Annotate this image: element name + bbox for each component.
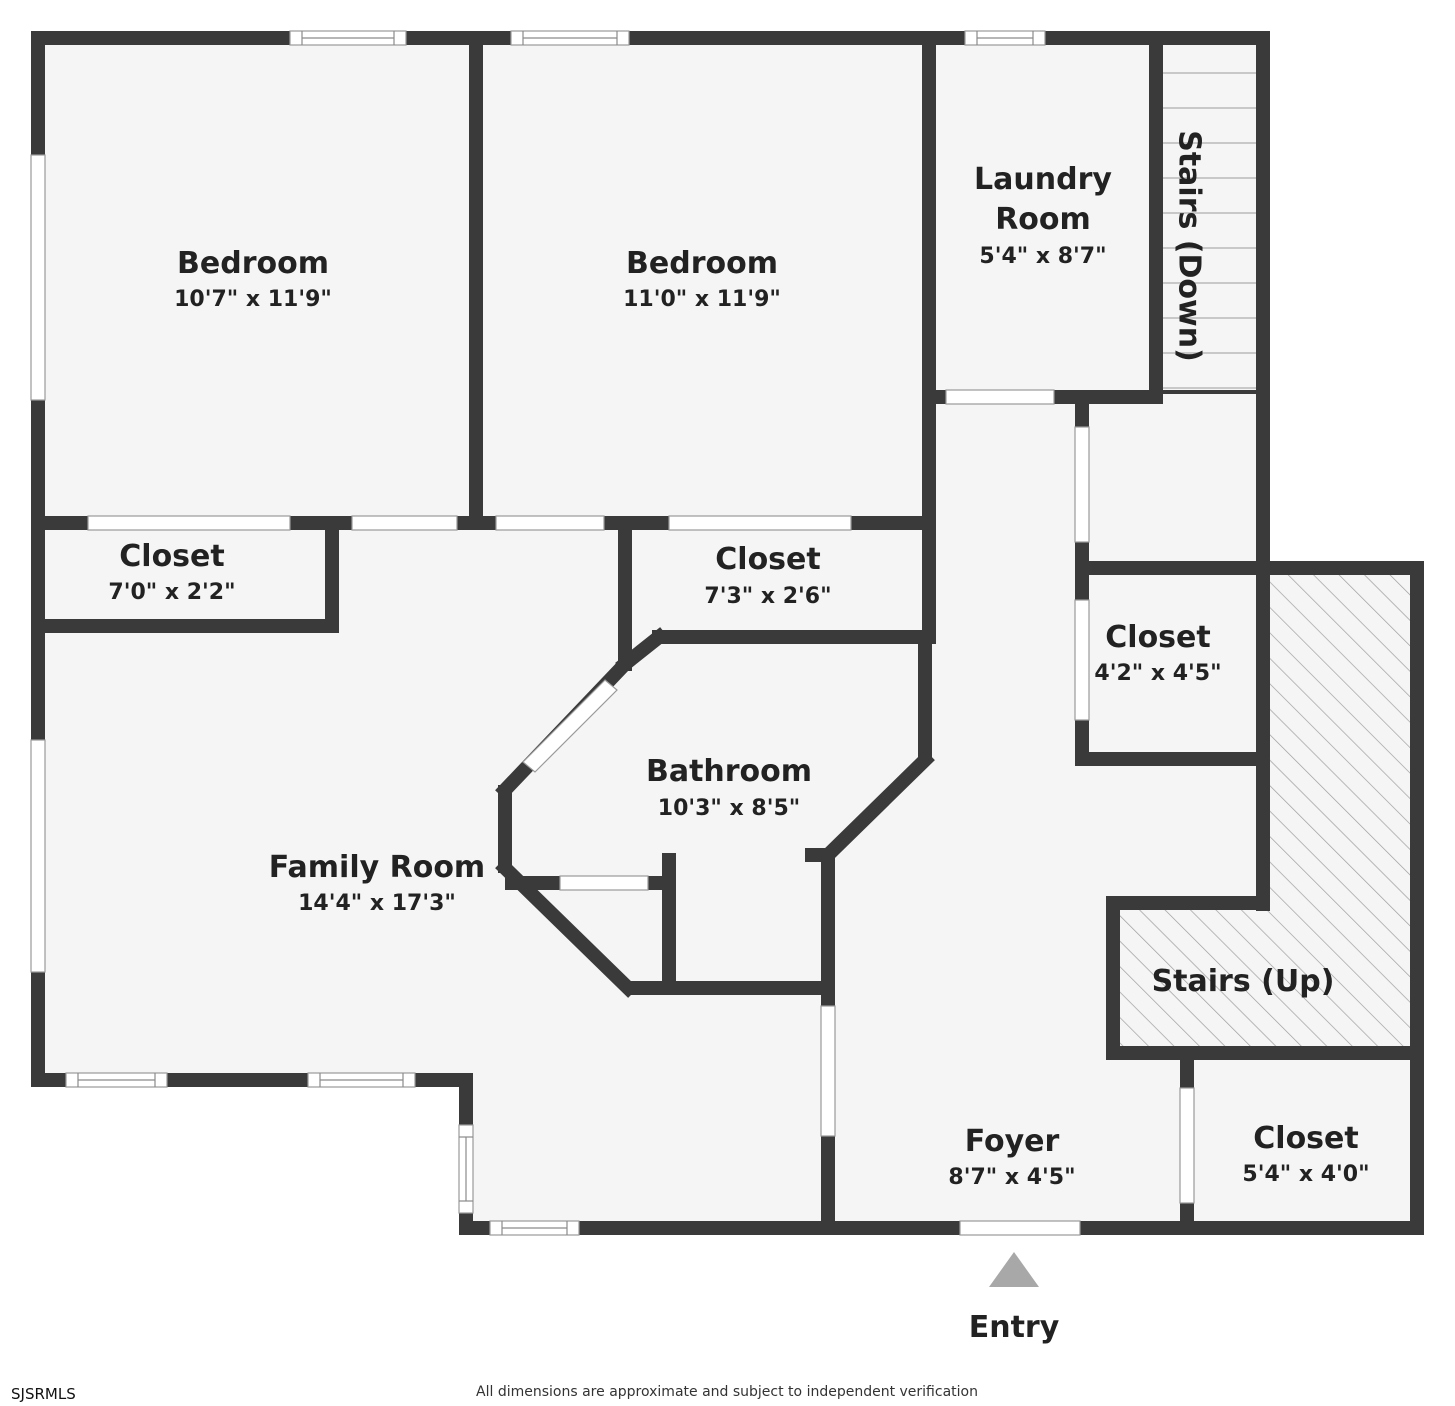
foyer-dimensions: 8'7" x 4'5" [948, 1165, 1075, 1190]
entry-arrow-icon [989, 1252, 1039, 1287]
closet-3-dimensions: 4'2" x 4'5" [1094, 661, 1221, 686]
laundry-name-line2: Room [995, 202, 1091, 237]
room-closet-1: Closet 7'0" x 2'2" [108, 539, 235, 605]
stairs-up-label: Stairs (Up) [1152, 964, 1335, 999]
family-room-name: Family Room [269, 850, 485, 885]
window-top-2 [510, 30, 630, 46]
stairs-down-treads [1163, 72, 1256, 389]
room-foyer: Foyer 8'7" x 4'5" [948, 1124, 1075, 1190]
window-bottom-2 [307, 1072, 416, 1088]
bedroom-1-name: Bedroom [177, 246, 329, 281]
disclaimer-text: All dimensions are approximate and subje… [476, 1384, 978, 1400]
room-stairs-down: Stairs (Down) [1172, 130, 1207, 362]
laundry-dimensions: 5'4" x 8'7" [979, 244, 1106, 269]
closet-4-dimensions: 5'4" x 4'0" [1242, 1162, 1369, 1187]
closet-1-dimensions: 7'0" x 2'2" [108, 580, 235, 605]
window-bottom-1 [65, 1072, 168, 1088]
stairs-up-hatch-side [1263, 568, 1410, 908]
bedroom-2-dimensions: 11'0" x 11'9" [623, 287, 781, 312]
bathroom-dimensions: 10'3" x 8'5" [658, 796, 800, 821]
bedroom-1-dimensions: 10'7" x 11'9" [174, 287, 332, 312]
room-closet-2: Closet 7'3" x 2'6" [704, 542, 831, 609]
opening-left-1 [30, 154, 46, 401]
family-room-dimensions: 14'4" x 17'3" [298, 891, 456, 916]
room-bathroom: Bathroom 10'3" x 8'5" [646, 754, 812, 821]
window-bottom-3 [489, 1220, 580, 1236]
entry-label: Entry [969, 1310, 1060, 1345]
room-closet-3: Closet 4'2" x 4'5" [1094, 620, 1221, 686]
foyer-name: Foyer [965, 1124, 1060, 1159]
window-step [458, 1124, 474, 1214]
brand-watermark: SJSRMLS [11, 1385, 76, 1403]
stairs-up-hatch [1113, 903, 1410, 1046]
window-top-1 [289, 30, 407, 46]
stairs-down-label: Stairs (Down) [1172, 130, 1207, 362]
closet-2-name: Closet [715, 542, 820, 577]
entry-door-opening [959, 1220, 1081, 1236]
room-bedroom-1: Bedroom 10'7" x 11'9" [174, 246, 332, 312]
window-top-3 [964, 30, 1046, 46]
bedroom-2-name: Bedroom [626, 246, 778, 281]
openings [30, 30, 1195, 1236]
opening-left-2 [30, 739, 46, 973]
laundry-name-line1: Laundry [974, 162, 1112, 197]
room-closet-4: Closet 5'4" x 4'0" [1242, 1121, 1369, 1187]
entry-marker: Entry [969, 1252, 1060, 1345]
closet-4-name: Closet [1253, 1121, 1358, 1156]
room-family-room: Family Room 14'4" x 17'3" [269, 850, 485, 916]
closet-3-name: Closet [1105, 620, 1210, 655]
room-bedroom-2: Bedroom 11'0" x 11'9" [623, 246, 781, 312]
bathroom-name: Bathroom [646, 754, 812, 789]
room-stairs-up: Stairs (Up) [1152, 964, 1335, 999]
closet-1-name: Closet [119, 539, 224, 574]
room-laundry: Laundry Room 5'4" x 8'7" [974, 162, 1112, 269]
closet-2-dimensions: 7'3" x 2'6" [704, 584, 831, 609]
